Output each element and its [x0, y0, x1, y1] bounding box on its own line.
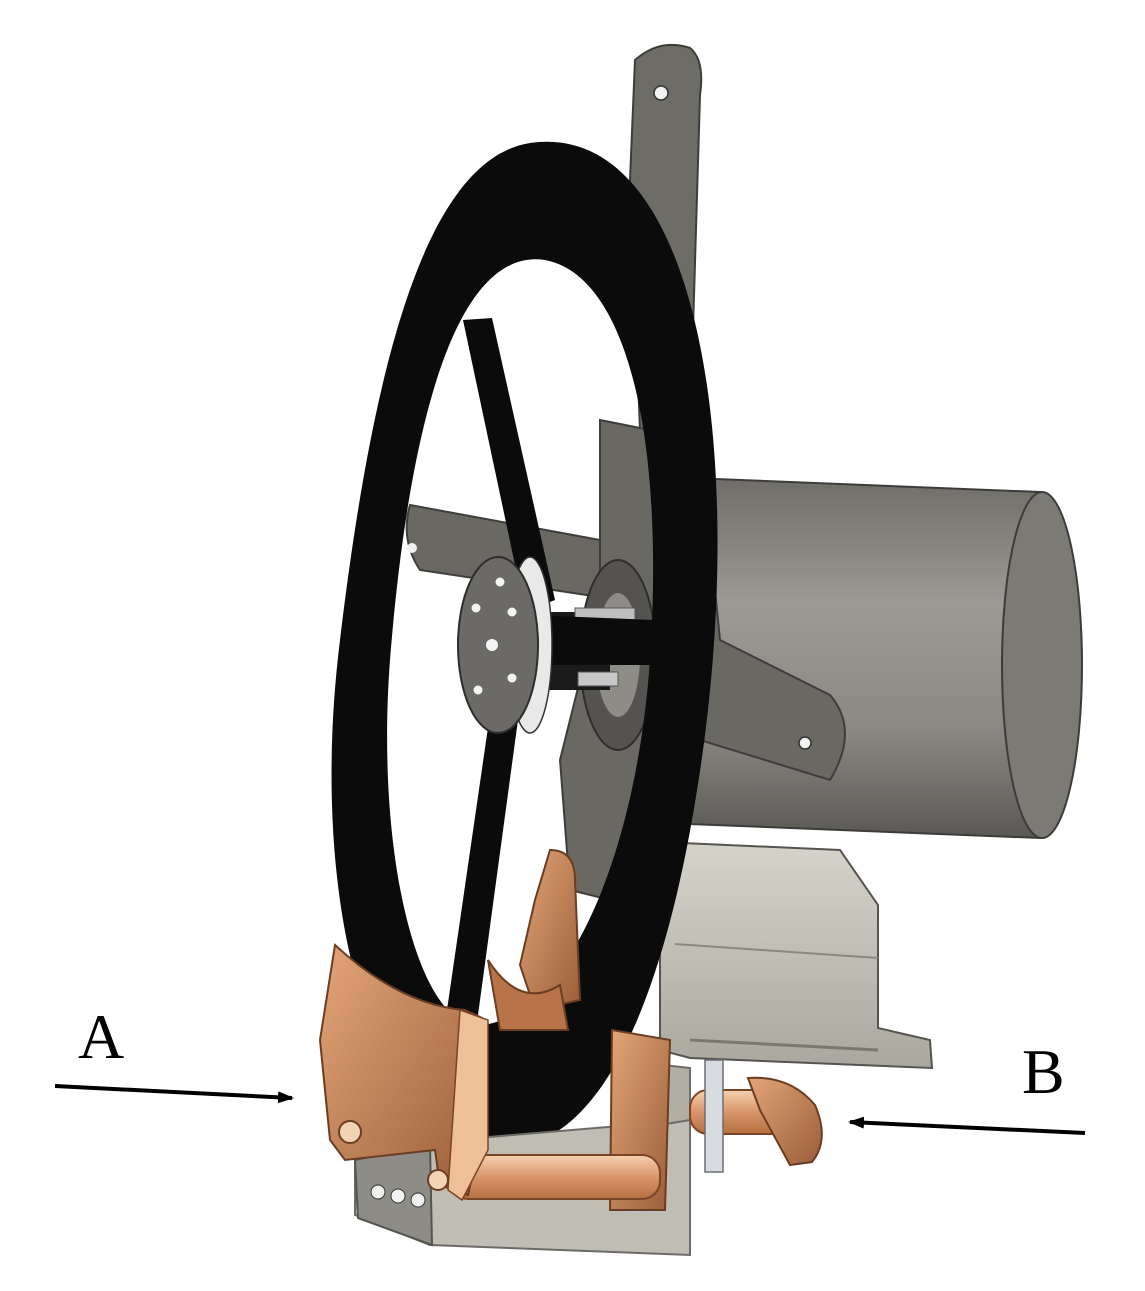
arrow-a [54, 1084, 294, 1104]
motor-end-cap [1001, 491, 1083, 839]
hub-bolt-hole [486, 639, 498, 651]
frame-top-hole [653, 85, 669, 101]
wheel [331, 141, 718, 1148]
copper-bracket-rear [487, 848, 582, 1031]
gearbox-housing [659, 840, 934, 1070]
base-bolt-hole [370, 1184, 386, 1200]
frame-right-hole [798, 736, 812, 750]
copper-lever [746, 1076, 823, 1167]
wheel-spoke [447, 700, 520, 1015]
label-b: B [1022, 1036, 1065, 1107]
copper-lower-frame [449, 1028, 823, 1211]
label-a: A [78, 1001, 125, 1072]
wheel-hub [457, 556, 553, 734]
copper-clamp-front [318, 942, 489, 1202]
wheel-spoke [530, 615, 655, 665]
wheel-rim [331, 141, 718, 1148]
frame-left-hole [407, 543, 417, 553]
clamp-pivot [338, 1120, 362, 1144]
arrow-b [848, 1116, 1086, 1135]
wheel-spoke [463, 318, 555, 612]
